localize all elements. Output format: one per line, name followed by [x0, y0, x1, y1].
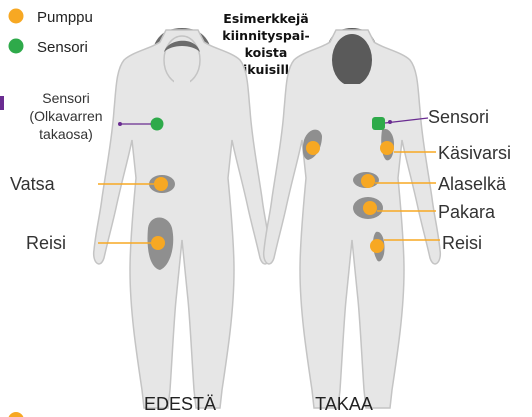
title-line-1: Esimerkkejä — [223, 11, 308, 26]
front-view-label: EDESTÄ — [144, 394, 216, 414]
pump-legend-label: Pumppu — [37, 9, 93, 26]
back-thigh-label: Reisi — [442, 233, 482, 253]
cropped-pump-marker — [8, 412, 24, 417]
front-neck — [174, 80, 190, 94]
back-left-arm-pump-marker — [306, 141, 320, 155]
back-view-label: TAKAA — [315, 394, 373, 414]
back-figure: Sensori Käsivarsi Alaselkä Pakara Reisi — [264, 28, 511, 408]
front-sensor-leader-dot — [118, 122, 122, 126]
front-sensor-label-line-2: (Olkavarren — [29, 108, 102, 124]
back-buttock-label: Pakara — [438, 202, 496, 222]
back-head — [332, 34, 372, 86]
title-line-2: kiinnityspai- — [222, 28, 309, 43]
front-figure: Sensori (Olkavarren takaosa) Vatsa Reisi — [10, 28, 270, 408]
back-sensor-label: Sensori — [428, 107, 489, 127]
back-buttock-pump-marker — [363, 201, 377, 215]
back-lower-back-pump-marker — [361, 174, 375, 188]
front-sensor-label-line-1: Sensori — [42, 90, 89, 106]
front-sensor-marker — [151, 118, 164, 131]
sensor-legend-label: Sensori — [37, 39, 88, 56]
back-sensor-marker — [372, 117, 385, 130]
front-thigh-label: Reisi — [26, 233, 66, 253]
back-right-arm-pump-marker — [380, 141, 394, 155]
back-thigh-pump-marker — [370, 239, 384, 253]
back-neck — [344, 84, 360, 96]
left-edge-mark — [0, 96, 4, 110]
sensor-legend-marker — [9, 39, 24, 54]
title-line-3: koista — [245, 45, 288, 60]
back-lower-back-label: Alaselkä — [438, 174, 507, 194]
legend: Pumppu Sensori — [9, 9, 93, 57]
back-sensor-leader-dot — [388, 120, 392, 124]
front-abdomen-pump-marker — [154, 177, 168, 191]
front-abdomen-label: Vatsa — [10, 174, 56, 194]
front-sensor-label-line-3: takaosa) — [39, 126, 93, 142]
front-thigh-pump-marker — [151, 236, 165, 250]
pump-legend-marker — [9, 9, 24, 24]
back-arm-label: Käsivarsi — [438, 143, 511, 163]
